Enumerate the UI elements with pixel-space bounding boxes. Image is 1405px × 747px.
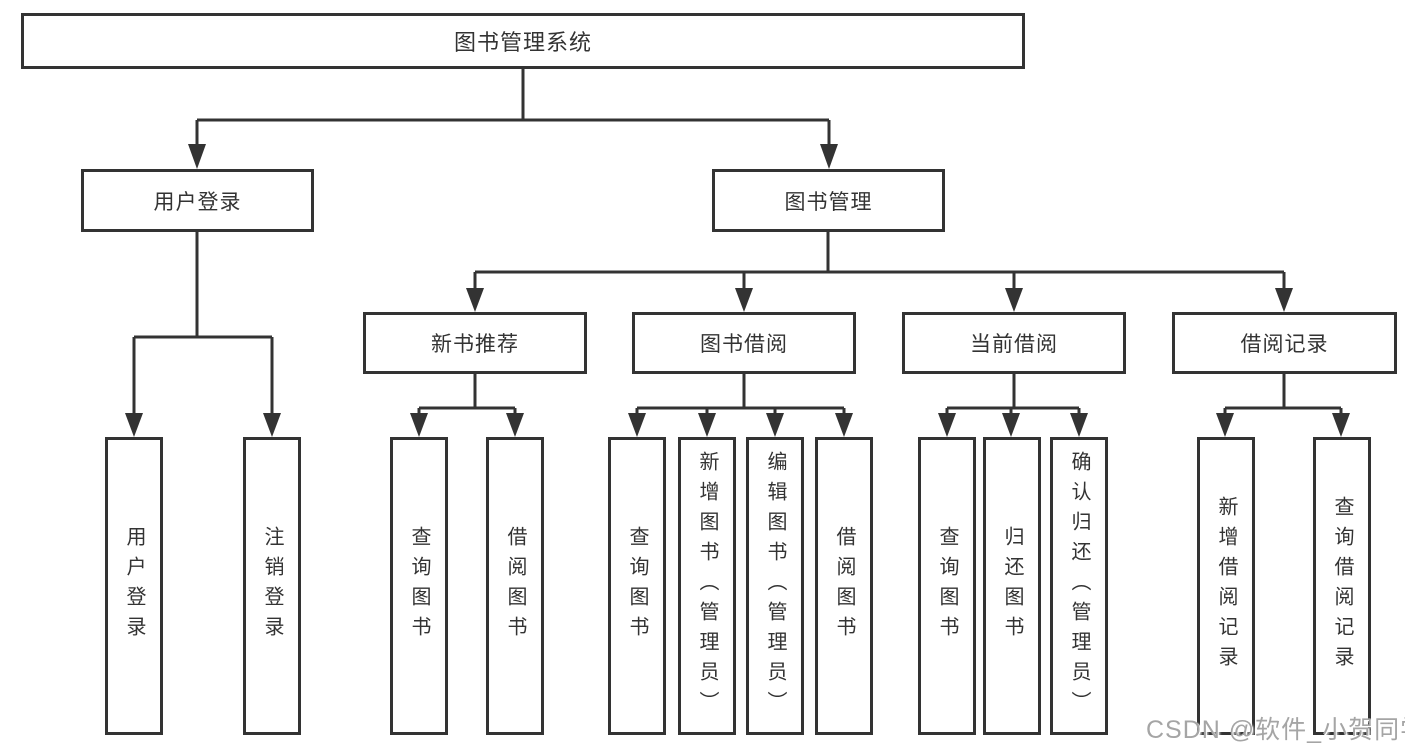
node-return-books: 归还图书	[983, 437, 1041, 735]
node-add-book-admin: 新增图书（管理员）	[678, 437, 736, 735]
node-edit-book-admin: 编辑图书（管理员）	[746, 437, 804, 735]
node-label: 查询借阅记录	[1331, 496, 1353, 676]
csdn-watermark: CSDN @软件_小贺同学	[1146, 716, 1405, 744]
node-label: 查询图书	[626, 526, 648, 646]
node-label: 图书管理系统	[453, 30, 592, 55]
node-borrowing-borrow-books: 借阅图书	[815, 437, 873, 735]
node-recommend-query-books: 查询图书	[390, 437, 448, 735]
node-label: 确认归还（管理员）	[1068, 451, 1090, 721]
node-label: 新增图书（管理员）	[696, 451, 718, 721]
node-label: 图书管理	[784, 190, 873, 214]
node-current-borrowing: 当前借阅	[902, 312, 1126, 374]
node-add-borrow-record: 新增借阅记录	[1197, 437, 1255, 735]
node-borrowing-query-books: 查询图书	[608, 437, 666, 735]
node-query-borrow-record: 查询借阅记录	[1313, 437, 1371, 735]
node-label: 当前借阅	[970, 333, 1058, 356]
node-label: 查询图书	[936, 526, 958, 646]
node-label: 新书推荐	[431, 333, 519, 356]
node-recommend-borrow-books: 借阅图书	[486, 437, 544, 735]
node-label: 新增借阅记录	[1215, 496, 1237, 676]
node-label: 编辑图书（管理员）	[764, 451, 786, 721]
node-new-book-recommendation: 新书推荐	[363, 312, 587, 374]
node-library-management-system: 图书管理系统	[21, 13, 1025, 69]
node-label: 借阅图书	[833, 526, 855, 646]
node-borrowing-records: 借阅记录	[1172, 312, 1397, 374]
node-label: 借阅记录	[1240, 333, 1329, 356]
node-label: 归还图书	[1001, 526, 1023, 646]
node-book-management: 图书管理	[712, 169, 945, 232]
node-label: 注销登录	[261, 526, 283, 646]
node-confirm-return-admin: 确认归还（管理员）	[1050, 437, 1108, 735]
node-label: 借阅图书	[504, 526, 526, 646]
node-user-login-leaf: 用户登录	[105, 437, 163, 735]
node-label: 用户登录	[153, 190, 242, 214]
node-current-query-books: 查询图书	[918, 437, 976, 735]
node-user-login: 用户登录	[81, 169, 314, 232]
node-logout: 注销登录	[243, 437, 301, 735]
node-book-borrowing: 图书借阅	[632, 312, 856, 374]
node-label: 用户登录	[123, 526, 145, 646]
node-label: 图书借阅	[700, 333, 788, 356]
node-label: 查询图书	[408, 526, 430, 646]
